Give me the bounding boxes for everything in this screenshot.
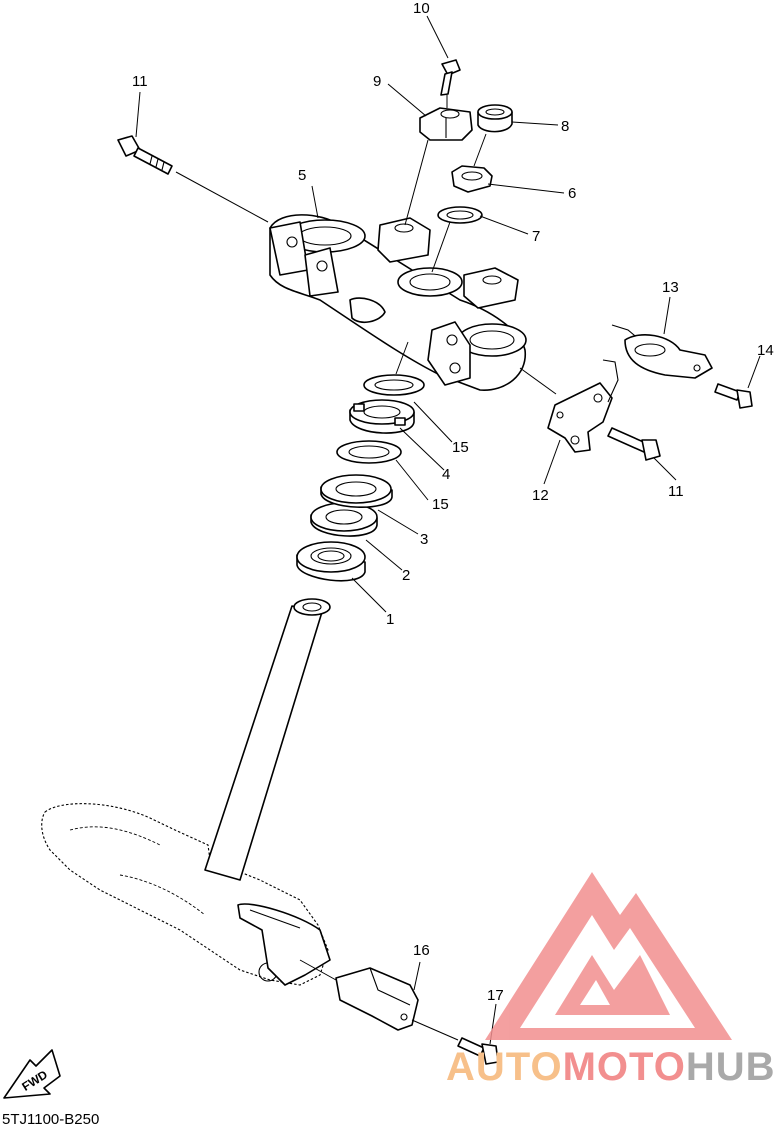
callout-2: 2 bbox=[402, 567, 410, 584]
callout-12: 12 bbox=[532, 487, 549, 504]
top-parts bbox=[419, 59, 513, 224]
fwd-arrow-icon: FWD bbox=[3, 1049, 61, 1099]
callout-5: 5 bbox=[298, 167, 306, 184]
part-9-holder bbox=[419, 107, 473, 141]
part-16-clamp bbox=[335, 967, 419, 1031]
callout-14: 14 bbox=[757, 342, 774, 359]
callout-15-lower: 15 bbox=[432, 496, 449, 513]
part-14-screw bbox=[714, 383, 753, 409]
part-13-clamp bbox=[602, 324, 713, 403]
part-15-washer-lower bbox=[336, 440, 402, 464]
part-10-bolt bbox=[440, 59, 461, 96]
watermark-text: AUTOMOTOHUB bbox=[446, 1045, 775, 1089]
part-11-bolt-upper bbox=[117, 135, 173, 175]
part-1-bearing bbox=[296, 541, 366, 582]
callout-9: 9 bbox=[373, 73, 381, 90]
alignment-lines bbox=[175, 95, 557, 1041]
bearing-parts bbox=[296, 474, 393, 582]
watermark-moto: MOTO bbox=[563, 1045, 686, 1089]
part-code: 5TJ1100-B250 bbox=[2, 1111, 99, 1128]
part-5-upper-bracket bbox=[269, 214, 527, 391]
part-8-cap bbox=[477, 104, 513, 133]
callout-11-right: 11 bbox=[668, 483, 684, 500]
washer-and-nut-parts bbox=[336, 374, 425, 464]
watermark-auto: AUTO bbox=[446, 1045, 563, 1089]
callout-17: 17 bbox=[487, 987, 504, 1004]
part-15-washer-upper bbox=[363, 374, 425, 396]
frame-outline bbox=[41, 803, 329, 986]
callout-1: 1 bbox=[386, 611, 394, 628]
part-6-nut bbox=[451, 165, 493, 193]
callout-4: 4 bbox=[442, 466, 450, 483]
svg-text:AUTOMOTOHUB: AUTOMOTOHUB bbox=[446, 1045, 775, 1089]
callout-6: 6 bbox=[568, 185, 576, 202]
part-7-washer bbox=[437, 206, 483, 224]
callout-3: 3 bbox=[420, 531, 428, 548]
watermark-hub: HUB bbox=[686, 1045, 775, 1089]
part-11-bolt-lower bbox=[607, 427, 661, 461]
part-3-bearing-seal bbox=[320, 474, 393, 508]
callout-8: 8 bbox=[561, 118, 569, 135]
part-12-bracket bbox=[547, 382, 613, 453]
part-2-bearing-race bbox=[310, 502, 378, 537]
callout-13: 13 bbox=[662, 279, 679, 296]
watermark-triangle-logo bbox=[485, 872, 732, 1040]
callout-leaders bbox=[135, 15, 761, 1045]
callout-16: 16 bbox=[413, 942, 430, 959]
callout-7: 7 bbox=[532, 228, 540, 245]
steering-stem bbox=[204, 598, 331, 986]
part-17-bolt bbox=[457, 1037, 499, 1065]
callout-10: 10 bbox=[413, 0, 430, 17]
callout-15-upper: 15 bbox=[452, 439, 469, 456]
callout-11-top: 11 bbox=[132, 73, 148, 90]
callout-labels: 10 11 9 8 5 6 7 13 14 15 4 12 11 15 3 2 … bbox=[132, 0, 774, 1004]
part-4-ring-nut bbox=[349, 399, 415, 434]
